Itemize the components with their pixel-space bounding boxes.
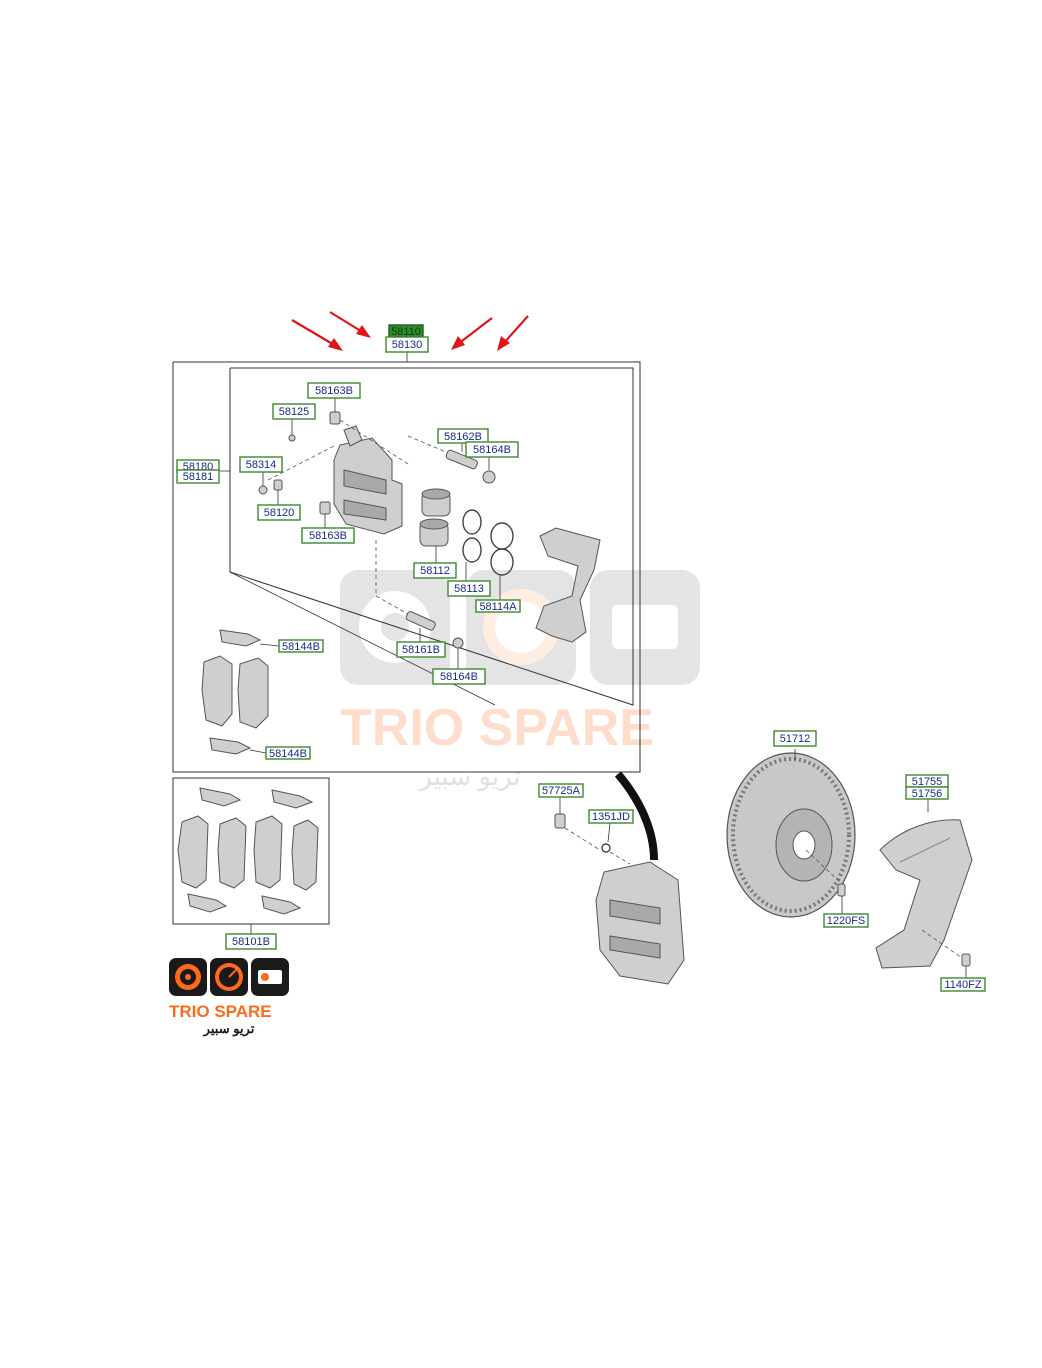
label-1220fs[interactable]: 1220FS — [823, 913, 869, 928]
label-51755[interactable]: 51755 — [905, 774, 949, 788]
label-51755-text: 51755 — [912, 776, 943, 788]
label-58161b-text: 58161B — [402, 644, 440, 656]
label-58144b-bottom-text: 58144B — [269, 748, 307, 760]
label-58101b[interactable]: 58101B — [225, 933, 277, 950]
label-58163b-bottom-text: 58163B — [309, 530, 347, 542]
pad-kit-frame — [172, 777, 330, 934]
guide-pin-lower — [375, 540, 464, 649]
label-58314-text: 58314 — [246, 459, 277, 471]
guide-pin-top — [407, 435, 496, 484]
watermark-brand: TRIO SPARE — [340, 699, 654, 757]
watermark: TRIO SPARE تريو سبير — [340, 570, 700, 792]
label-58130[interactable]: 58130 — [385, 336, 429, 353]
label-58114a[interactable]: 58114A — [475, 599, 521, 613]
indicator-arrows — [291, 311, 529, 351]
logo-brand-arabic: تريو سبير — [203, 1021, 255, 1037]
label-1351jd[interactable]: 1351JD — [588, 809, 634, 824]
label-58113-text: 58113 — [454, 583, 484, 595]
label-58181-text: 58181 — [183, 471, 214, 483]
label-51712-text: 51712 — [780, 733, 811, 745]
label-58163b-top-text: 58163B — [315, 385, 353, 397]
brake-pad-kit — [177, 787, 319, 915]
dust-shield — [875, 799, 973, 978]
label-58314[interactable]: 58314 — [239, 456, 283, 473]
brake-disc — [726, 749, 856, 918]
label-58164b-top[interactable]: 58164B — [465, 441, 519, 458]
watermark-brand-arabic: تريو سبير — [417, 761, 520, 792]
label-58144b-bottom[interactable]: 58144B — [265, 746, 311, 760]
bleeder-screw — [288, 420, 296, 442]
label-58162b-text: 58162B — [444, 431, 482, 443]
label-57725a-text: 57725A — [542, 785, 581, 797]
label-58110-text: 58110 — [391, 326, 421, 338]
label-51756[interactable]: 51756 — [905, 786, 949, 800]
label-58125[interactable]: 58125 — [272, 403, 316, 420]
label-58125-text: 58125 — [279, 406, 310, 418]
label-1140fz-text: 1140FZ — [944, 979, 981, 991]
caliper-bracket — [535, 527, 601, 643]
label-58120-text: 58120 — [264, 507, 295, 519]
label-1351jd-text: 1351JD — [592, 811, 630, 823]
guide-bolt-lower — [319, 501, 331, 515]
label-58112[interactable]: 58112 — [413, 562, 457, 579]
label-58144b-top[interactable]: 58144B — [278, 639, 324, 653]
label-58114a-text: 58114A — [479, 601, 517, 613]
piston-seals — [462, 509, 514, 576]
label-58163b-bottom[interactable]: 58163B — [301, 527, 355, 544]
leader-lines — [249, 398, 611, 843]
label-58130-text: 58130 — [392, 339, 423, 351]
label-58163b-top[interactable]: 58163B — [307, 382, 361, 399]
label-1140fz[interactable]: 1140FZ — [940, 977, 986, 992]
label-51712[interactable]: 51712 — [773, 730, 817, 747]
assembled-caliper — [595, 771, 685, 985]
label-58113[interactable]: 58113 — [447, 580, 491, 597]
caliper-housing — [333, 425, 403, 535]
pistons — [419, 488, 451, 547]
label-57725a[interactable]: 57725A — [538, 783, 584, 798]
label-58112-text: 58112 — [420, 565, 450, 577]
label-58164b-top-text: 58164B — [473, 444, 511, 456]
brake-pad-set-main — [201, 629, 269, 755]
label-58161b[interactable]: 58161B — [396, 641, 446, 658]
label-58101b-text: 58101B — [232, 936, 270, 948]
brand-logo: TRIO SPARE تريو سبير — [169, 958, 289, 1037]
label-58164b-bottom[interactable]: 58164B — [432, 668, 486, 685]
label-58162b[interactable]: 58162B — [437, 428, 489, 444]
logo-brand-text: TRIO SPARE — [169, 1002, 272, 1021]
label-58164b-bottom-text: 58164B — [440, 671, 478, 683]
label-1220fs-text: 1220FS — [827, 915, 866, 927]
label-58120[interactable]: 58120 — [257, 504, 301, 521]
label-58181[interactable]: 58181 — [176, 469, 220, 484]
label-51756-text: 51756 — [912, 788, 943, 800]
label-58110[interactable]: 58110 — [388, 324, 424, 338]
label-58144b-top-text: 58144B — [282, 641, 320, 653]
